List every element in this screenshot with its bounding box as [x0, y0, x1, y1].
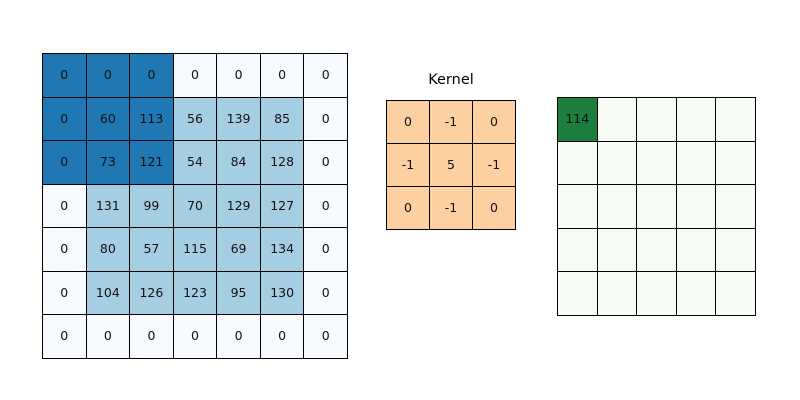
input-matrix-cell-2-6: 0 — [304, 141, 348, 185]
output-matrix-cell-0-0: 114 — [558, 98, 598, 142]
input-matrix-cell-6-6: 0 — [304, 315, 348, 359]
output-matrix-cell-1-4 — [716, 141, 756, 186]
output-matrix-cell-4-1 — [597, 272, 638, 316]
input-matrix-cell-2-1: 73 — [86, 141, 131, 185]
input-matrix-cell-2-5: 128 — [260, 141, 305, 185]
output-matrix-cell-3-0 — [558, 228, 598, 273]
input-matrix-cell-3-1: 131 — [86, 184, 131, 229]
input-matrix-cell-6-0: 0 — [43, 315, 87, 359]
output-matrix-cell-3-4 — [716, 228, 756, 273]
input-matrix-cell-5-6: 0 — [304, 271, 348, 316]
input-matrix-cell-5-4: 95 — [217, 271, 261, 316]
output-matrix-cell-2-1 — [597, 185, 638, 229]
input-matrix-cell-5-1: 104 — [86, 271, 131, 316]
input-matrix-cell-4-3: 115 — [173, 228, 218, 272]
kernel-matrix-cell-0-2: 0 — [473, 101, 516, 144]
output-matrix-cell-0-1 — [597, 98, 638, 142]
input-matrix-cell-0-6: 0 — [304, 54, 348, 98]
input-matrix-cell-3-3: 70 — [173, 184, 218, 229]
input-matrix-cell-4-5: 134 — [260, 228, 305, 272]
output-matrix-cell-0-2 — [637, 98, 677, 142]
input-matrix-cell-1-5: 85 — [260, 97, 305, 142]
input-matrix-cell-1-2: 113 — [130, 97, 174, 142]
output-matrix-cell-4-3 — [676, 272, 717, 316]
input-matrix-cell-0-2: 0 — [130, 54, 174, 98]
input-matrix-cell-6-2: 0 — [130, 315, 174, 359]
input-matrix-cell-5-3: 123 — [173, 271, 218, 316]
input-matrix-cell-3-4: 129 — [217, 184, 261, 229]
input-matrix-cell-0-4: 0 — [217, 54, 261, 98]
kernel-matrix-cell-1-0: -1 — [387, 144, 430, 187]
kernel-matrix-cell-1-1: 5 — [430, 144, 473, 187]
input-matrix-cell-4-0: 0 — [43, 228, 87, 272]
output-matrix-cell-3-1 — [597, 228, 638, 273]
input-matrix-cell-0-3: 0 — [173, 54, 218, 98]
output-matrix-cell-3-3 — [676, 228, 717, 273]
kernel-matrix-cell-2-1: -1 — [430, 187, 473, 230]
input-matrix-cell-2-0: 0 — [43, 141, 87, 185]
input-matrix-cell-2-3: 54 — [173, 141, 218, 185]
input-matrix-cell-5-5: 130 — [260, 271, 305, 316]
input-matrix-cell-1-6: 0 — [304, 97, 348, 142]
output-matrix-cell-2-2 — [637, 185, 677, 229]
output-matrix-cell-1-2 — [637, 141, 677, 186]
kernel-title: Kernel — [428, 72, 474, 88]
input-matrix-cell-2-2: 121 — [130, 141, 174, 185]
input-matrix-cell-6-4: 0 — [217, 315, 261, 359]
input-matrix-cell-3-0: 0 — [43, 184, 87, 229]
output-matrix-cell-1-3 — [676, 141, 717, 186]
output-matrix-cell-2-3 — [676, 185, 717, 229]
output-matrix-cell-0-3 — [676, 98, 717, 142]
output-matrix-cell-3-2 — [637, 228, 677, 273]
input-matrix-cell-5-2: 126 — [130, 271, 174, 316]
input-matrix-cell-4-6: 0 — [304, 228, 348, 272]
kernel-matrix-cell-0-1: -1 — [430, 101, 473, 144]
input-matrix-cell-3-2: 99 — [130, 184, 174, 229]
output-matrix-cell-4-2 — [637, 272, 677, 316]
input-matrix-cell-6-5: 0 — [260, 315, 305, 359]
output-matrix-cell-1-0 — [558, 141, 598, 186]
input-matrix-cell-0-0: 0 — [43, 54, 87, 98]
input-matrix-cell-4-2: 57 — [130, 228, 174, 272]
input-matrix-cell-2-4: 84 — [217, 141, 261, 185]
input-matrix-cell-6-1: 0 — [86, 315, 131, 359]
input-matrix-cell-6-3: 0 — [173, 315, 218, 359]
output-matrix-cell-2-0 — [558, 185, 598, 229]
input-matrix-cell-1-1: 60 — [86, 97, 131, 142]
input-matrix-cell-5-0: 0 — [43, 271, 87, 316]
input-matrix-cell-3-5: 127 — [260, 184, 305, 229]
input-matrix-cell-0-5: 0 — [260, 54, 305, 98]
input-matrix-cell-1-3: 56 — [173, 97, 218, 142]
input-matrix-cell-1-4: 139 — [217, 97, 261, 142]
input-matrix-cell-4-1: 80 — [86, 228, 131, 272]
output-matrix-cell-4-4 — [716, 272, 756, 316]
kernel-matrix-cell-1-2: -1 — [473, 144, 516, 187]
output-matrix-grid: 114 — [557, 97, 756, 316]
input-matrix-cell-3-6: 0 — [304, 184, 348, 229]
output-matrix-cell-1-1 — [597, 141, 638, 186]
output-matrix-cell-2-4 — [716, 185, 756, 229]
input-matrix-cell-4-4: 69 — [217, 228, 261, 272]
kernel-matrix-cell-2-2: 0 — [473, 187, 516, 230]
output-matrix-cell-0-4 — [716, 98, 756, 142]
kernel-matrix-cell-2-0: 0 — [387, 187, 430, 230]
input-matrix-cell-1-0: 0 — [43, 97, 87, 142]
kernel-matrix-cell-0-0: 0 — [387, 101, 430, 144]
output-matrix-cell-4-0 — [558, 272, 598, 316]
input-matrix-cell-0-1: 0 — [86, 54, 131, 98]
